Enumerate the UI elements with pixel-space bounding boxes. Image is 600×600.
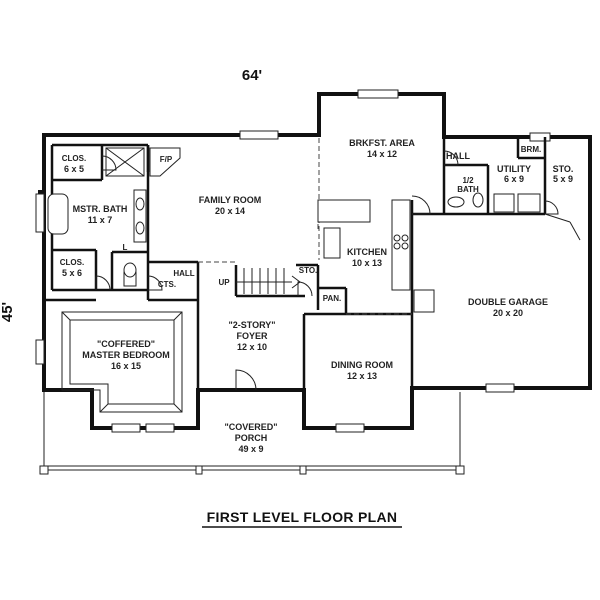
room-name: DINING ROOM bbox=[331, 360, 393, 370]
room-size: 20 x 14 bbox=[215, 206, 245, 216]
room-sto-right: STO. 5 x 9 bbox=[553, 164, 574, 184]
room-size: BATH bbox=[457, 185, 479, 194]
room-size: 5 x 9 bbox=[553, 174, 573, 184]
room-name-line2: PORCH bbox=[235, 433, 268, 443]
room-size: 14 x 12 bbox=[367, 149, 397, 159]
room-size: 11 x 7 bbox=[88, 215, 113, 225]
room-closet-bottom: CLOS. 5 x 6 bbox=[60, 258, 84, 278]
room-name: CLOS. bbox=[60, 258, 84, 267]
room-size: 16 x 15 bbox=[111, 361, 141, 371]
room-size: 12 x 13 bbox=[347, 371, 377, 381]
room-size: 49 x 9 bbox=[238, 444, 263, 454]
room-size: 12 x 10 bbox=[237, 342, 267, 352]
porch-rail bbox=[39, 392, 465, 475]
room-name-line2: FOYER bbox=[236, 331, 268, 341]
room-size: 6 x 9 bbox=[504, 174, 524, 184]
interior-walls bbox=[44, 137, 547, 390]
room-name: 1/2 bbox=[462, 176, 474, 185]
room-master-bedroom: "COFFERED" MASTER BEDROOM 16 x 15 bbox=[82, 339, 170, 371]
doors bbox=[95, 150, 559, 391]
room-pantry: PAN. bbox=[323, 294, 342, 303]
room-utility: UTILITY 6 x 9 bbox=[497, 164, 531, 184]
room-closet-top: CLOS. 6 x 5 bbox=[62, 154, 86, 174]
room-name: STO. bbox=[553, 164, 574, 174]
ceiling-and-openings bbox=[61, 138, 412, 413]
room-foyer: "2-STORY" FOYER 12 x 10 bbox=[228, 320, 275, 352]
plan-title: FIRST LEVEL FLOOR PLAN bbox=[207, 509, 398, 525]
depth-dimension: 45' bbox=[0, 302, 16, 322]
room-name-line1: "COFFERED" bbox=[97, 339, 155, 349]
room-brm: BRM. bbox=[521, 145, 541, 154]
room-hall-top: HALL bbox=[446, 151, 470, 161]
room-name: KITCHEN bbox=[347, 247, 387, 257]
room-brkfst-area: BRKFST. AREA 14 x 12 bbox=[349, 138, 415, 159]
room-size: 10 x 13 bbox=[352, 258, 382, 268]
room-name: MSTR. BATH bbox=[73, 204, 128, 214]
room-l-mark: L bbox=[123, 243, 128, 252]
room-double-garage: DOUBLE GARAGE 20 x 20 bbox=[468, 297, 548, 318]
room-sto-mid: STO. bbox=[299, 266, 318, 275]
room-name: DOUBLE GARAGE bbox=[468, 297, 548, 307]
room-dining-room: DINING ROOM 12 x 13 bbox=[331, 360, 393, 381]
room-kitchen: KITCHEN 10 x 13 bbox=[347, 247, 387, 268]
room-size: 5 x 6 bbox=[62, 268, 82, 278]
width-dimension: 64' bbox=[242, 67, 262, 84]
fixtures bbox=[47, 147, 581, 313]
room-name-line1: "COVERED" bbox=[224, 422, 277, 432]
staircase bbox=[236, 268, 301, 294]
room-name: UTILITY bbox=[497, 164, 531, 174]
room-cts: CTS. bbox=[158, 280, 176, 289]
room-name-line2: MASTER BEDROOM bbox=[82, 350, 170, 360]
room-name: FAMILY ROOM bbox=[199, 195, 262, 205]
room-master-bath: MSTR. BATH 11 x 7 bbox=[73, 204, 128, 225]
windows bbox=[35, 89, 551, 433]
room-family-room: FAMILY ROOM 20 x 14 bbox=[199, 195, 262, 216]
room-covered-porch: "COVERED" PORCH 49 x 9 bbox=[224, 422, 277, 454]
room-name: BRKFST. AREA bbox=[349, 138, 415, 148]
room-name: CLOS. bbox=[62, 154, 86, 163]
room-size: 6 x 5 bbox=[64, 164, 84, 174]
room-fireplace: F/P bbox=[160, 155, 173, 164]
room-hall-mid: HALL bbox=[173, 269, 194, 278]
stair-up-label: UP bbox=[218, 278, 230, 287]
room-size: 20 x 20 bbox=[493, 308, 523, 318]
room-name-line1: "2-STORY" bbox=[228, 320, 275, 330]
room-half-bath: 1/2 BATH bbox=[457, 176, 479, 194]
